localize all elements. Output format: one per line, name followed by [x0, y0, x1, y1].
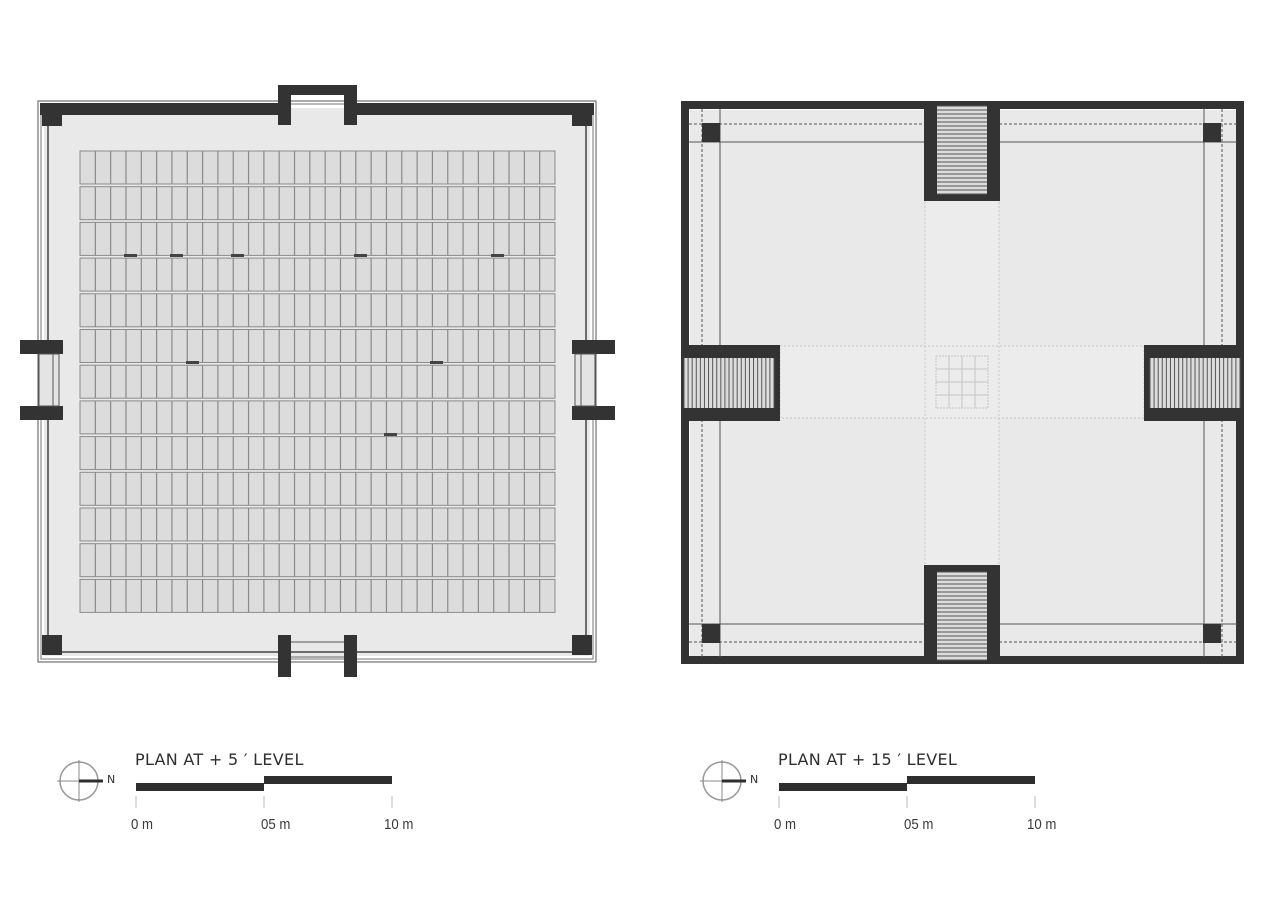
scale-tick-10: 10 m — [384, 816, 414, 833]
north-label: N — [750, 773, 759, 786]
corner-column — [1203, 624, 1221, 643]
north-wall — [40, 85, 357, 125]
center-skylight — [935, 355, 989, 409]
south-entrance — [278, 635, 357, 677]
corner-column — [42, 108, 62, 126]
tile-grid — [79, 150, 556, 613]
north-stair — [924, 103, 1000, 201]
scale-tick-10: 10 m — [1027, 816, 1057, 833]
east-entrance — [572, 340, 615, 420]
south-stair — [924, 565, 1000, 662]
east-stair — [1144, 345, 1244, 421]
scale-bar — [778, 776, 1036, 808]
west-entrance — [20, 340, 63, 420]
corner-column — [1203, 123, 1221, 142]
scale-bar — [135, 776, 393, 808]
scale-tick-0: 0 m — [774, 816, 797, 833]
corner-column — [572, 635, 592, 655]
plan-title: PLAN AT + 5 ′ LEVEL — [135, 750, 304, 769]
corner-column — [702, 123, 720, 142]
scale-tick-5: 05 m — [261, 816, 291, 833]
scale-tick-5: 05 m — [904, 816, 934, 833]
plan-title: PLAN AT + 15 ′ LEVEL — [778, 750, 958, 769]
north-arrow-icon — [700, 760, 746, 802]
corner-column — [702, 624, 720, 643]
corner-column — [572, 108, 592, 126]
plan-5-level-drawing — [20, 85, 615, 677]
scale-tick-0: 0 m — [131, 816, 154, 833]
fixture-markers — [124, 254, 504, 436]
north-arrow-icon — [57, 760, 103, 802]
west-stair — [681, 345, 780, 421]
corner-column — [42, 635, 62, 655]
north-label: N — [107, 773, 116, 786]
plan-15-level-drawing — [681, 101, 1244, 664]
